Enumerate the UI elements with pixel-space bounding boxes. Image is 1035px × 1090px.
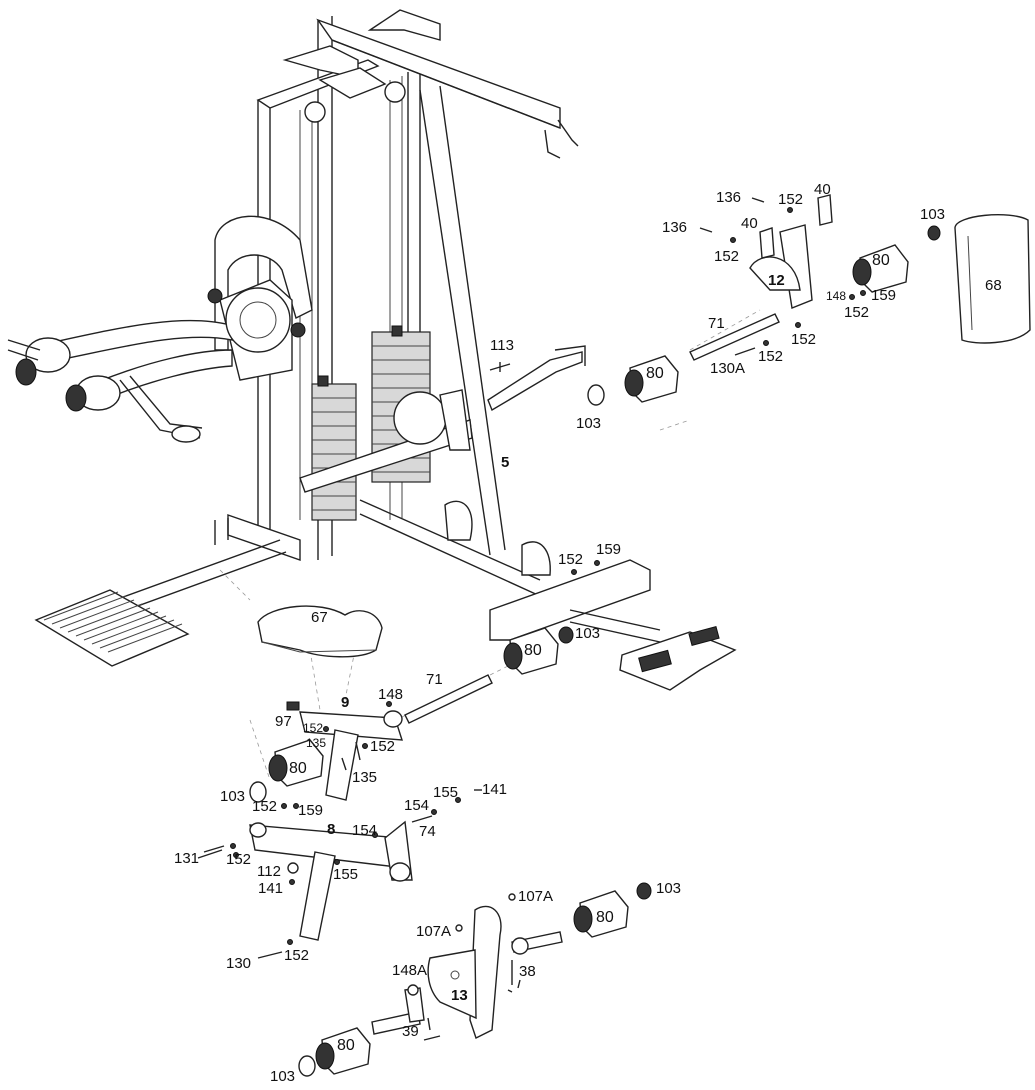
label-152: 152 xyxy=(791,331,816,348)
label-71: 71 xyxy=(708,315,725,332)
gym-frame xyxy=(7,9,737,691)
label-80: 80 xyxy=(289,760,307,777)
label-148: 148 xyxy=(378,686,403,703)
label-113: 113 xyxy=(490,337,514,354)
label-5: 5 xyxy=(501,454,509,471)
label-152: 152 xyxy=(303,721,323,735)
exploded-attachment-parts xyxy=(197,194,1031,1077)
label-152: 152 xyxy=(758,348,783,365)
label-74: 74 xyxy=(419,823,436,840)
label-155: 155 xyxy=(333,866,358,883)
label-97: 97 xyxy=(275,713,292,730)
label-154: 154 xyxy=(404,797,429,814)
label-80: 80 xyxy=(337,1037,355,1054)
label-39: 39 xyxy=(402,1023,419,1040)
label-148A: 148A xyxy=(392,962,427,979)
label-155: 155 xyxy=(433,784,458,801)
label-159: 159 xyxy=(596,541,621,558)
label-8: 8 xyxy=(327,821,335,838)
label-40: 40 xyxy=(741,215,758,232)
label-103: 103 xyxy=(656,880,681,897)
label-103: 103 xyxy=(575,625,600,642)
label-107A: 107A xyxy=(416,923,451,940)
label-9: 9 xyxy=(341,694,349,711)
label-152: 152 xyxy=(284,947,309,964)
hardware-bolts xyxy=(197,197,866,1041)
label-152: 152 xyxy=(226,851,251,868)
label-141: 141 xyxy=(482,781,507,798)
label-152: 152 xyxy=(252,798,277,815)
label-130: 130 xyxy=(226,955,251,972)
label-80: 80 xyxy=(646,365,664,382)
label-12: 12 xyxy=(768,272,785,289)
label-80: 80 xyxy=(524,642,542,659)
label-103: 103 xyxy=(576,415,601,432)
label-148: 148 xyxy=(826,289,846,303)
label-80: 80 xyxy=(872,252,890,269)
label-141: 141 xyxy=(258,880,283,897)
label-135: 135 xyxy=(352,769,377,786)
roller-pads xyxy=(268,244,909,1075)
label-154: 154 xyxy=(352,822,377,839)
label-103: 103 xyxy=(270,1068,295,1085)
label-80: 80 xyxy=(596,909,614,926)
label-136: 136 xyxy=(716,189,741,206)
label-130A: 130A xyxy=(710,360,745,377)
label-103: 103 xyxy=(220,788,245,805)
label-112: 112 xyxy=(257,863,281,880)
label-103: 103 xyxy=(920,206,945,223)
label-159: 159 xyxy=(298,802,323,819)
label-67: 67 xyxy=(311,609,328,626)
label-152: 152 xyxy=(778,191,803,208)
label-152: 152 xyxy=(370,738,395,755)
label-152: 152 xyxy=(844,304,869,321)
label-135: 135 xyxy=(306,736,326,750)
label-40: 40 xyxy=(814,181,831,198)
label-152: 152 xyxy=(558,551,583,568)
label-159: 159 xyxy=(871,287,896,304)
label-68: 68 xyxy=(985,277,1002,294)
label-136: 136 xyxy=(662,219,687,236)
label-131: 131 xyxy=(174,850,199,867)
label-152: 152 xyxy=(714,248,739,265)
label-107A: 107A xyxy=(518,888,553,905)
part-number-labels: 136 152 40 136 40 103 152 12 80 68 148 1… xyxy=(174,181,1002,1085)
label-71: 71 xyxy=(426,671,443,688)
label-38: 38 xyxy=(519,963,536,980)
label-13: 13 xyxy=(451,987,468,1004)
